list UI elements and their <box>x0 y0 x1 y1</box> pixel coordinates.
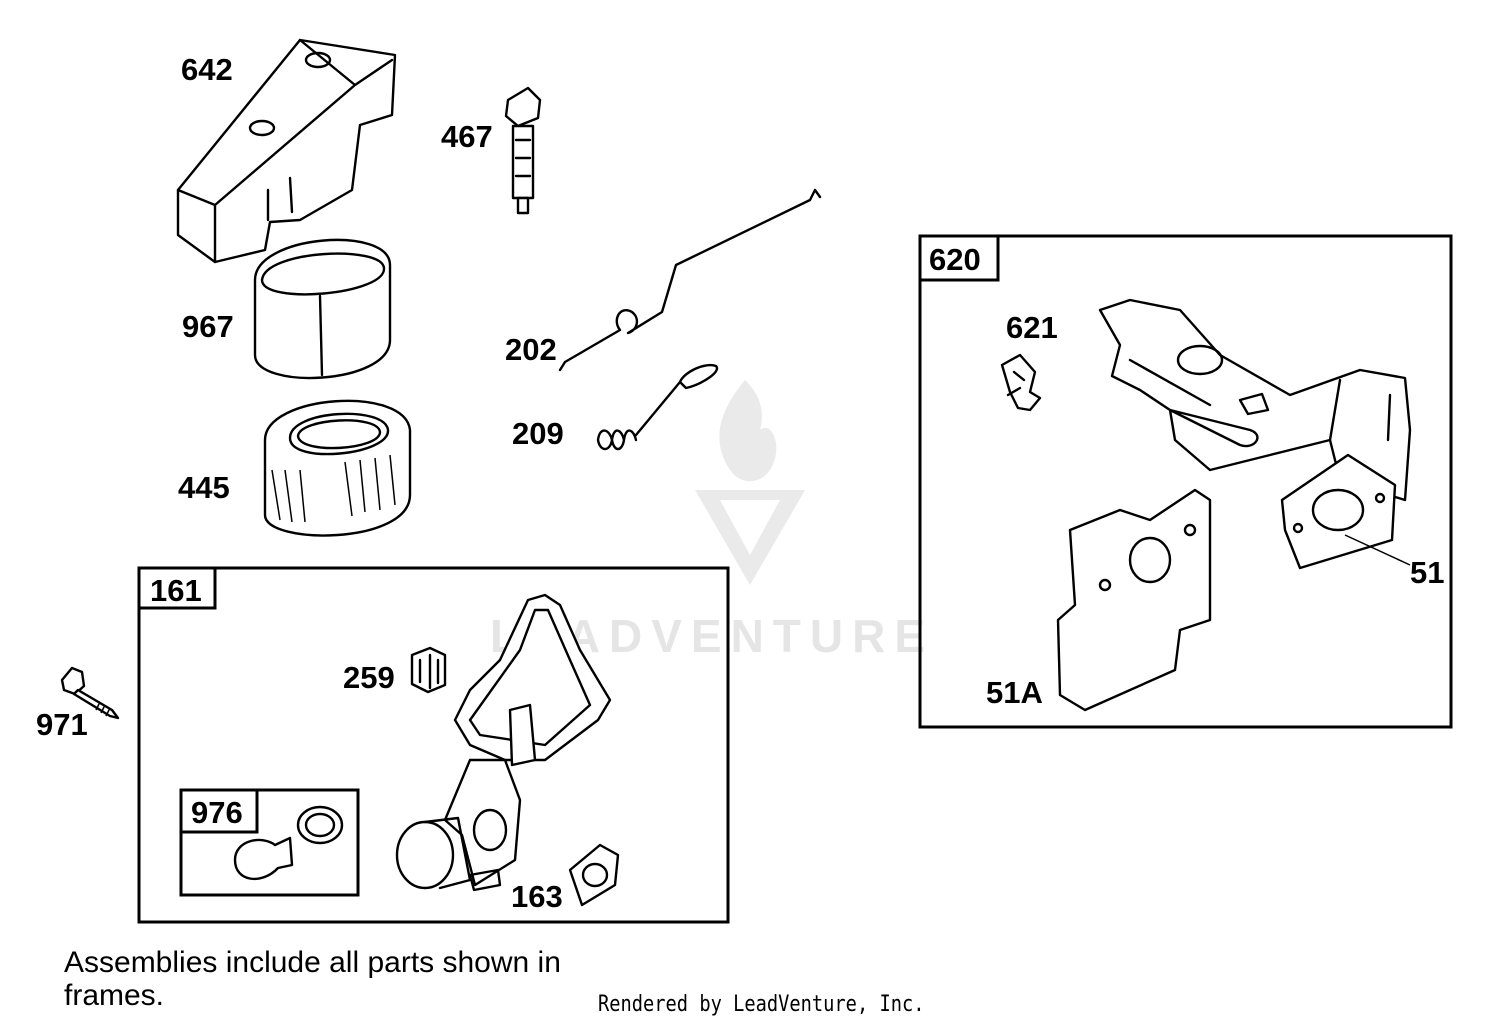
label-51a: 51A <box>986 675 1043 710</box>
label-467: 467 <box>441 119 493 154</box>
part-967-precleaner[interactable] <box>253 238 392 380</box>
part-259-clip[interactable] <box>410 646 447 694</box>
part-621-clip[interactable] <box>1000 353 1042 412</box>
label-259: 259 <box>343 660 395 695</box>
part-976-primer-bulb[interactable] <box>233 805 344 881</box>
frame-620-tag <box>918 234 1000 282</box>
frame-976 <box>179 788 360 897</box>
label-209: 209 <box>512 416 564 451</box>
label-976: 976 <box>191 795 243 830</box>
watermark-v-icon <box>695 490 805 585</box>
label-202: 202 <box>505 332 557 367</box>
label-163: 163 <box>511 879 563 914</box>
label-642: 642 <box>181 52 233 87</box>
render-credit: Rendered by LeadVenture, Inc. <box>598 992 925 1017</box>
label-161: 161 <box>150 573 202 608</box>
frame-161-tag <box>137 566 217 610</box>
frame-620 <box>918 234 1453 729</box>
label-51: 51 <box>1410 555 1444 590</box>
part-209-spring[interactable] <box>596 363 719 451</box>
frame-976-tag <box>179 788 259 834</box>
part-51-gasket[interactable] <box>1280 453 1411 570</box>
label-445: 445 <box>178 470 230 505</box>
part-445-filter[interactable] <box>263 399 412 537</box>
part-163-gasket[interactable] <box>568 843 620 907</box>
label-620: 620 <box>929 242 981 277</box>
label-967: 967 <box>182 309 234 344</box>
label-971: 971 <box>36 707 88 742</box>
watermark-flame-icon <box>719 380 777 482</box>
part-467-screw[interactable] <box>504 86 542 215</box>
part-202-governor-link[interactable] <box>558 188 822 372</box>
part-642-cover[interactable] <box>176 38 397 264</box>
part-161-carburetor-body[interactable] <box>395 593 612 892</box>
assemblies-note: Assemblies include all parts shown in fr… <box>64 946 561 1012</box>
part-51a-insulator[interactable] <box>1056 488 1212 712</box>
part-971-bolt[interactable] <box>60 666 120 720</box>
label-621: 621 <box>1006 310 1058 345</box>
frame-161 <box>137 566 730 924</box>
